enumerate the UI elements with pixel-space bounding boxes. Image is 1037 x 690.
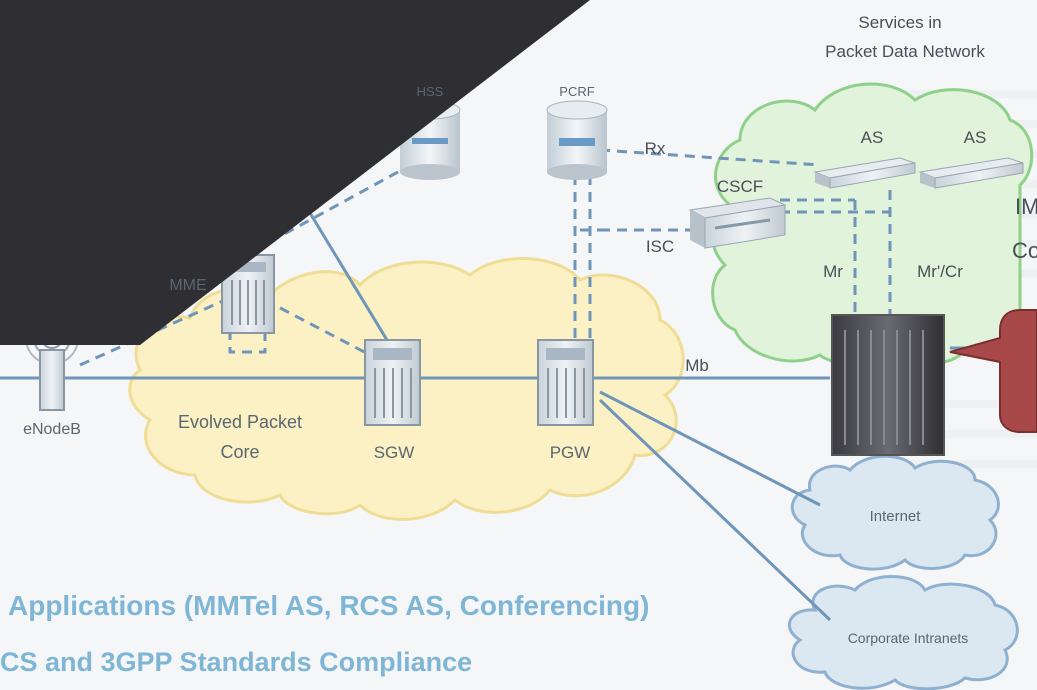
as-server-2	[918, 157, 1024, 189]
mb-label: Mb	[685, 356, 709, 375]
pcrf-label: PCRF	[559, 84, 594, 99]
intranet-label: Corporate Intranets	[848, 630, 969, 646]
bullet-applications: Applications (MMTel AS, RCS AS, Conferen…	[8, 590, 650, 621]
bullet-standards: CS and 3GPP Standards Compliance	[0, 647, 473, 677]
isc-label: ISC	[646, 237, 674, 256]
internet-cloud	[790, 454, 1000, 571]
enodeb-label: eNodeB	[23, 421, 81, 438]
rx-label: Rx	[645, 139, 666, 158]
mme-label: MME	[169, 277, 206, 294]
ims-partial-label-1: IM	[1015, 194, 1037, 219]
sgw-server	[364, 339, 421, 426]
mrf-rack	[831, 314, 945, 456]
epc-label-1: Evolved Packet	[178, 412, 302, 432]
callout-bubble	[949, 309, 1037, 433]
cscf-server	[688, 197, 787, 249]
pcrf-database	[546, 100, 608, 180]
hss-label: HSS	[417, 84, 444, 99]
pgw-server	[537, 339, 594, 426]
as-label-1: AS	[861, 128, 884, 147]
cscf-label: CSCF	[717, 177, 763, 196]
as-server-1	[813, 157, 916, 189]
mr-label: Mr	[823, 262, 843, 281]
pgw-label: PGW	[550, 443, 591, 462]
dark-overlay	[0, 0, 590, 345]
services-label-2: Packet Data Network	[825, 42, 985, 61]
ims-partial-label-2: Co	[1012, 238, 1037, 263]
internet-label: Internet	[870, 508, 922, 525]
intranet-cloud	[787, 575, 1019, 690]
sgw-label: SGW	[374, 443, 415, 462]
as-label-2: AS	[964, 128, 987, 147]
epc-label-2: Core	[220, 442, 259, 462]
dashed-links	[79, 148, 892, 367]
mr-cr-label: Mr'/Cr	[917, 262, 963, 281]
services-label-1: Services in	[858, 13, 941, 32]
